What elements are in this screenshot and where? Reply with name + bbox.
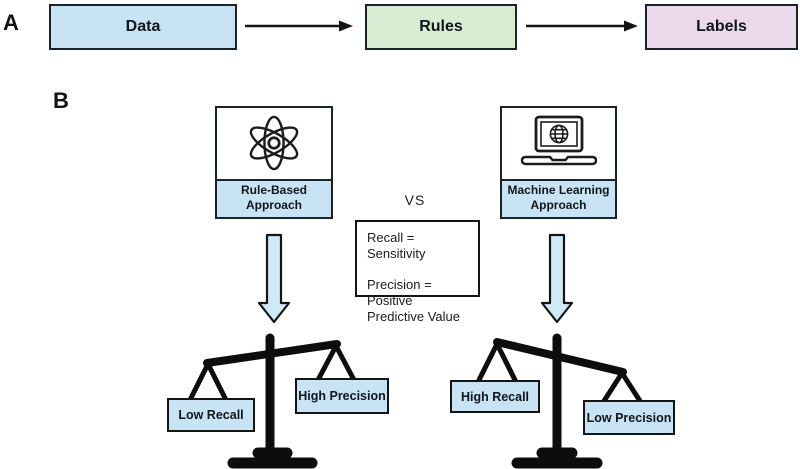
rule-based-label-line2: Approach <box>245 198 302 213</box>
definition-precision-line1: Precision = Positive <box>367 276 432 308</box>
scale-left-hanger <box>476 338 518 383</box>
flow-box-rules: Rules <box>365 4 517 50</box>
machine-learning-icon-area <box>502 108 615 179</box>
atom-icon <box>249 116 299 171</box>
machine-learning-balance-scale <box>476 333 643 469</box>
rule-based-balance-scale <box>187 333 357 469</box>
machine-learning-label-line2: Approach <box>530 198 587 213</box>
arrow-head-icon <box>339 20 353 32</box>
high-precision-tag-label: High Precision <box>298 389 386 403</box>
flow-box-data-label: Data <box>125 18 161 35</box>
flow-box-rules-label: Rules <box>419 18 463 35</box>
machine-learning-label-line1: Machine Learning <box>507 182 610 197</box>
flow-box-labels-label: Labels <box>696 18 747 35</box>
scale-right-hanger <box>601 368 643 404</box>
vs-label: VS <box>404 192 426 208</box>
low-precision-tag: Low Precision <box>583 400 675 435</box>
panel-a-label: A <box>3 10 19 35</box>
low-recall-tag: Low Recall <box>167 398 255 432</box>
high-precision-tag: High Precision <box>295 378 389 414</box>
definition-recall: Recall = Sensitivity <box>367 230 426 262</box>
high-recall-tag: High Recall <box>450 380 540 413</box>
arrow-head-icon <box>624 20 638 32</box>
high-recall-tag-label: High Recall <box>460 389 530 404</box>
flow-box-labels: Labels <box>645 4 798 50</box>
rule-based-approach-card: Rule-Based Approach <box>215 106 333 219</box>
flow-arrow-rules-to-labels <box>526 20 638 32</box>
panel-b-label: B <box>53 88 69 113</box>
scale-beam <box>203 340 341 367</box>
definition-precision-line2: Predictive Value <box>367 309 460 324</box>
definition-gap <box>367 263 468 277</box>
low-precision-tag-label: Low Precision <box>586 410 672 425</box>
globe-icon <box>549 125 568 144</box>
flow-arrow-data-to-rules <box>245 20 353 32</box>
machine-learning-approach-card: Machine Learning Approach <box>500 106 617 219</box>
machine-learning-card-label: Machine Learning Approach <box>502 178 615 217</box>
rule-based-icon-area <box>217 108 331 179</box>
scale-beam <box>493 338 627 376</box>
low-recall-tag-label: Low Recall <box>178 408 244 422</box>
machine-learning-down-arrow-icon <box>540 233 574 324</box>
laptop-globe-icon <box>520 116 597 166</box>
scale-left-hanger <box>187 358 229 403</box>
flow-box-data: Data <box>49 4 237 50</box>
rule-based-card-label: Rule-Based Approach <box>217 178 331 217</box>
laptop-base <box>520 156 597 166</box>
rule-based-label-line1: Rule-Based <box>240 182 308 197</box>
definitions-box: Recall = Sensitivity Precision = Positiv… <box>355 220 480 324</box>
scale-right-hanger <box>315 340 357 383</box>
rule-based-down-arrow-icon <box>257 233 291 324</box>
